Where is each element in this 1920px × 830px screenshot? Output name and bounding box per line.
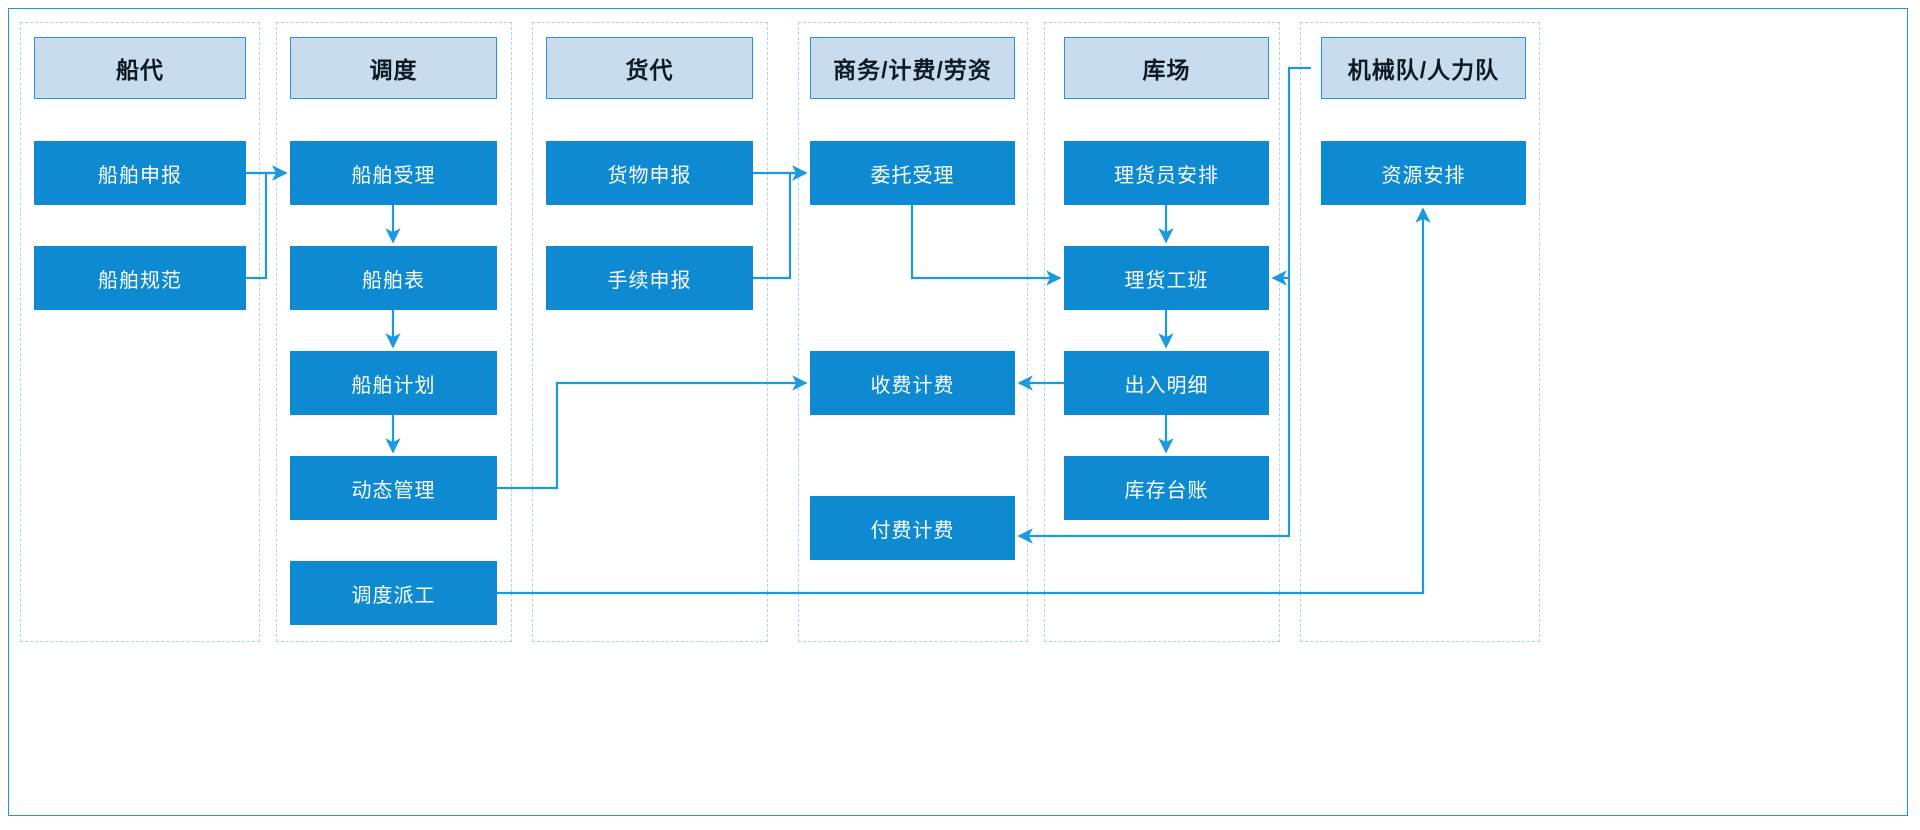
lane-diaodu: [276, 22, 512, 642]
node-lihuoyuan-anpai[interactable]: 理货员安排: [1064, 141, 1269, 205]
node-lihuo-gongban[interactable]: 理货工班: [1064, 246, 1269, 310]
node-chuanbo-jihua[interactable]: 船舶计划: [290, 351, 497, 415]
node-chuanbo-guifan[interactable]: 船舶规范: [34, 246, 246, 310]
node-chuanbo-shouli[interactable]: 船舶受理: [290, 141, 497, 205]
lane-chuandai: [20, 22, 260, 642]
lane-kuchang: [1044, 22, 1280, 642]
lane-jixiedui: [1300, 22, 1540, 642]
node-huowu-shenbao[interactable]: 货物申报: [546, 141, 753, 205]
node-diaodu-paigong[interactable]: 调度派工: [290, 561, 497, 625]
node-fufei-jifei[interactable]: 付费计费: [810, 496, 1015, 560]
lane-header-shangwu: 商务/计费/劳资: [810, 37, 1015, 99]
lane-header-chuandai: 船代: [34, 37, 246, 99]
lane-header-jixiedui: 机械队/人力队: [1321, 37, 1526, 99]
node-chuanbo-shenbao[interactable]: 船舶申报: [34, 141, 246, 205]
node-shoufei-jifei[interactable]: 收费计费: [810, 351, 1015, 415]
lane-huodai: [532, 22, 768, 642]
node-ziyuan-anpai[interactable]: 资源安排: [1321, 141, 1526, 205]
lane-header-diaodu: 调度: [290, 37, 497, 99]
node-chuanbo-biao[interactable]: 船舶表: [290, 246, 497, 310]
lane-header-huodai: 货代: [546, 37, 753, 99]
node-weituo-shouli[interactable]: 委托受理: [810, 141, 1015, 205]
node-kucun-taizhang[interactable]: 库存台账: [1064, 456, 1269, 520]
node-shouxu-shenbao[interactable]: 手续申报: [546, 246, 753, 310]
lane-header-kuchang: 库场: [1064, 37, 1269, 99]
node-churu-mingxi[interactable]: 出入明细: [1064, 351, 1269, 415]
node-dongtai-guanli[interactable]: 动态管理: [290, 456, 497, 520]
